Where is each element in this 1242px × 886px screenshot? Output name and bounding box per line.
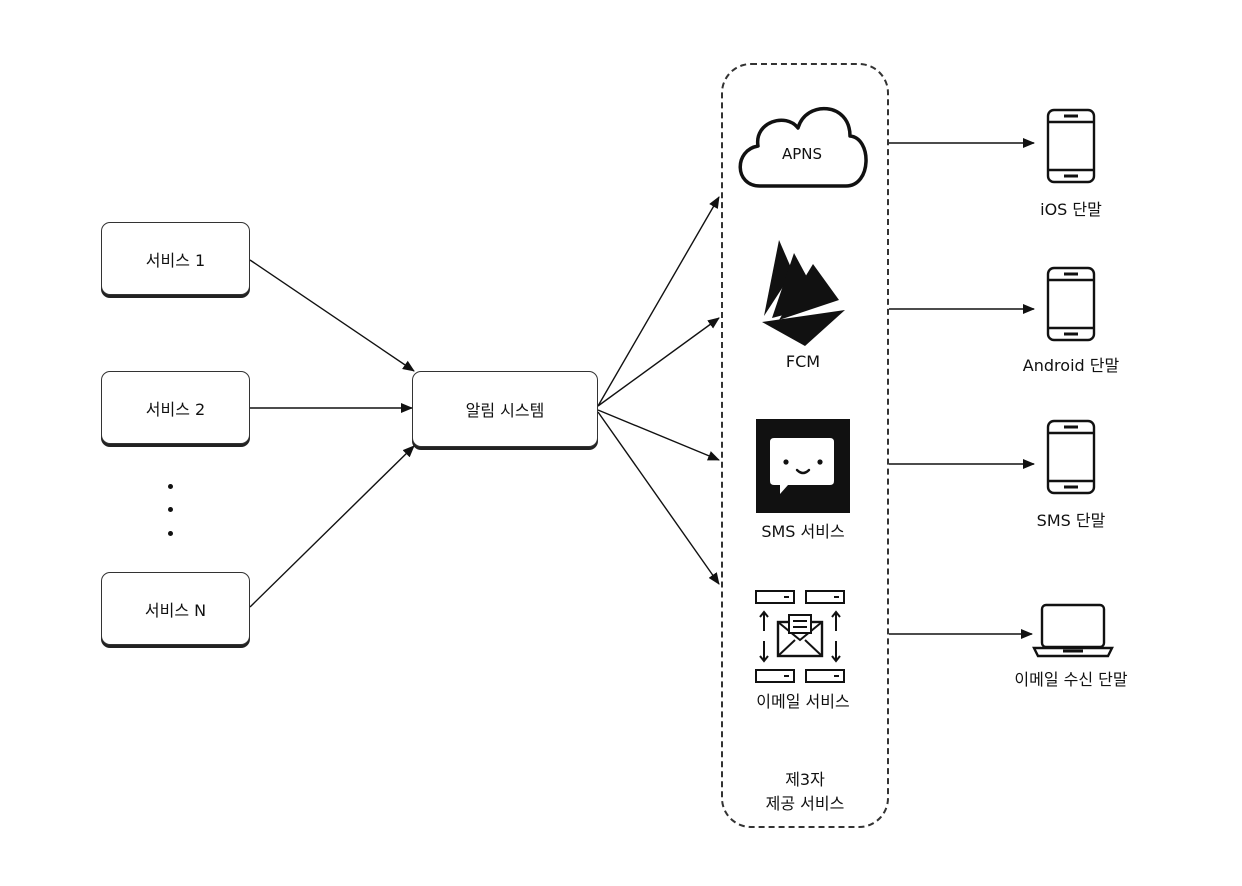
laptop-icon <box>1032 603 1114 658</box>
service-2-box: 서비스 2 <box>101 371 250 444</box>
android-device-label: Android 단말 <box>1022 356 1120 375</box>
fcm-label: FCM <box>785 352 821 371</box>
cloud-icon <box>738 106 868 188</box>
service-2-label: 서비스 2 <box>145 399 206 419</box>
notification-system-label: 알림 시스템 <box>465 401 545 420</box>
service-arrows <box>249 259 415 608</box>
service-1-box: 서비스 1 <box>101 222 250 295</box>
ellipsis-dot <box>168 531 173 536</box>
ellipsis-dot <box>168 484 173 489</box>
third-party-provider-group <box>721 63 889 828</box>
sms-service-label: SMS 서비스 <box>761 522 845 541</box>
phone-icon <box>1046 108 1096 184</box>
arrow-system-to-apns <box>597 196 720 407</box>
arrow-system-to-sms <box>597 409 720 461</box>
arrow-system-to-email <box>597 411 720 585</box>
group-label-line-2: 제공 서비스 <box>765 794 845 813</box>
phone-icon <box>1046 419 1096 495</box>
arrow-service-1-to-system <box>249 259 415 372</box>
third-party-group-label: 제3자 제공 서비스 <box>766 768 845 816</box>
phone-icon <box>1046 266 1096 342</box>
apns-label: APNS <box>781 145 823 163</box>
group-label-line-1: 제3자 <box>785 770 825 789</box>
arrow-service-n-to-system <box>249 445 415 608</box>
email-service-label: 이메일 서비스 <box>756 692 850 711</box>
ellipsis-dot <box>168 507 173 512</box>
mail-server-icon <box>755 590 845 683</box>
ios-device-label: iOS 단말 <box>1040 200 1102 219</box>
provider-arrows <box>597 196 720 585</box>
sms-device-label: SMS 단말 <box>1036 511 1106 530</box>
notification-system-box: 알림 시스템 <box>412 371 598 447</box>
firebase-flame-icon <box>762 240 845 346</box>
email-device-label: 이메일 수신 단말 <box>1014 670 1128 689</box>
service-n-box: 서비스 N <box>101 572 250 645</box>
service-n-label: 서비스 N <box>144 600 207 620</box>
device-arrows <box>889 138 1035 639</box>
arrow-system-to-fcm <box>597 317 720 407</box>
service-1-label: 서비스 1 <box>145 250 206 270</box>
chat-bubble-icon <box>756 419 850 513</box>
